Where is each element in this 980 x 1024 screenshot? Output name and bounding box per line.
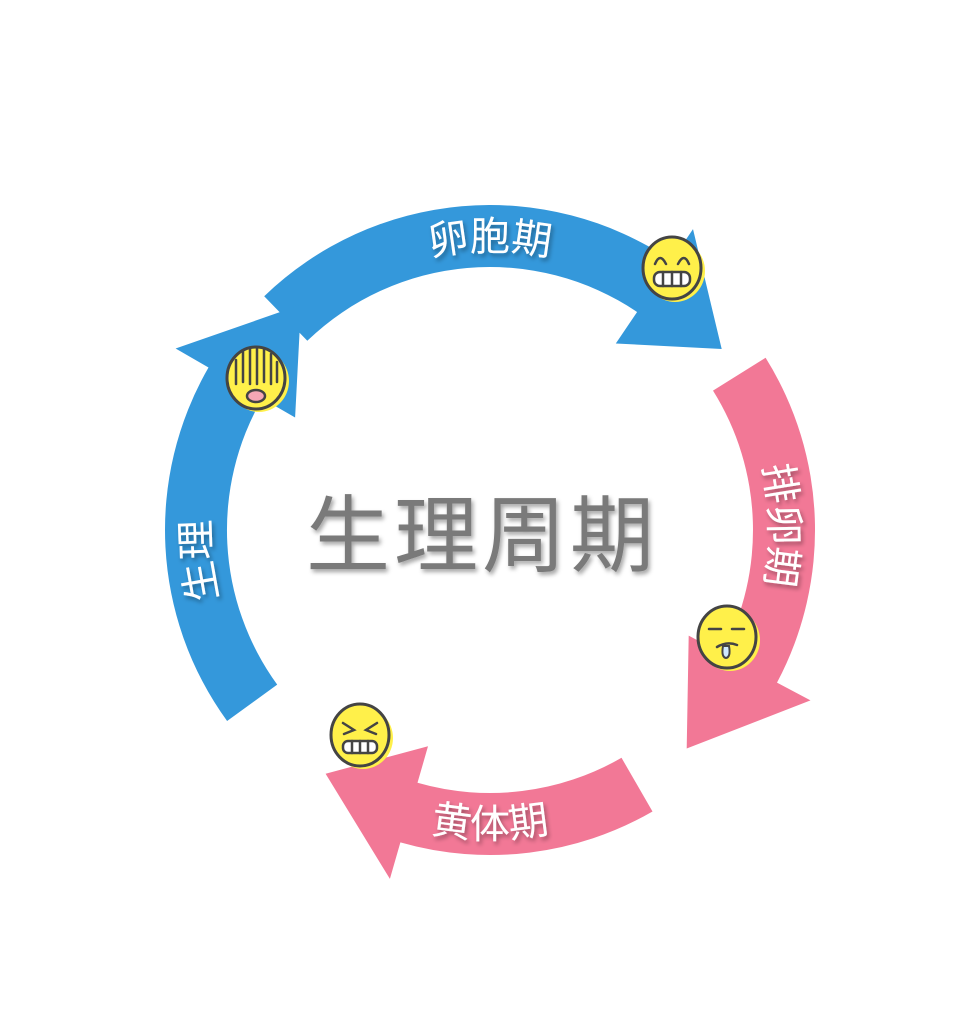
angry-icon [329, 702, 393, 769]
phase-arrow-3 [325, 746, 653, 879]
phase-arrow-4 [164, 304, 301, 721]
grin-icon [641, 235, 705, 302]
phase-arrow-1 [264, 205, 722, 349]
phase-arrow-2 [686, 357, 816, 749]
phase-label: 排卵期 [753, 460, 806, 590]
diagram-title: 生理周期 [306, 487, 658, 585]
drool-icon [696, 604, 760, 671]
gloomy-icon [225, 345, 289, 412]
phase-label: 黄体期 [429, 797, 551, 848]
phase-label: 卵胞期 [425, 214, 555, 266]
